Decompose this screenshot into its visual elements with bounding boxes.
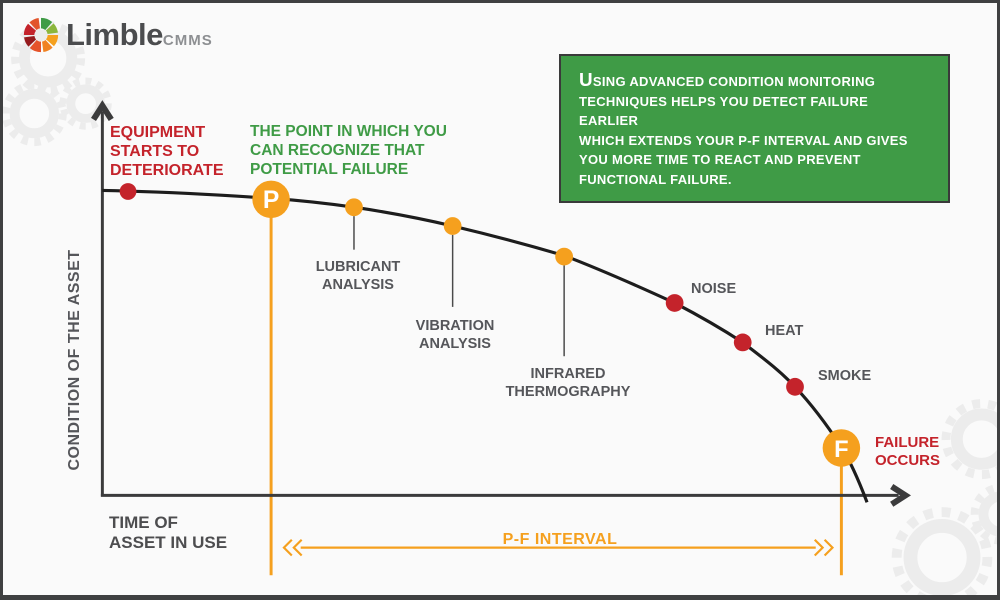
y-axis-label: CONDITION OF THE ASSET [66,249,83,471]
logo-wordmark: Limble [66,17,163,52]
infrared-thermography-dot [555,247,574,266]
deterioration-label: EQUIPMENT STARTS TO DETERIORATE [110,124,224,179]
f-marker-letter: F [834,437,848,463]
logo-suffix: CMMS [162,32,213,49]
limble-logo: Limble CMMS [21,14,213,56]
failure-occurs-label: FAILURE OCCURS [875,434,941,469]
noise-label: NOISE [691,281,737,297]
pf-interval-label: P-F INTERVAL [502,531,618,548]
pf-interval-arrow [282,538,835,557]
gear-watermark-bottom-right [891,399,997,595]
label-connectors [353,216,565,357]
info-box: USING ADVANCED CONDITION MONITORING TECH… [559,54,950,203]
smoke-dot [786,377,804,396]
deterioration-point-dot [119,183,137,200]
smoke-label: SMOKE [818,368,872,384]
y-axis-arrow-icon [91,100,114,122]
infrared-thermography-label: INFRARED THERMOGRAPHY [505,366,631,400]
limble-gear-icon [23,17,59,53]
p-marker-letter: P [263,187,279,214]
p-marker: P [252,180,290,219]
vibration-analysis-dot [443,217,462,235]
diagram-canvas: P F [3,21,997,595]
x-axis-label: TIME OF ASSET IN USE [109,513,228,552]
f-marker: F [822,429,861,467]
lubricant-analysis-label: LUBRICANT ANALYSIS [315,259,401,293]
axes [91,100,911,507]
x-axis-arrow-icon [890,483,911,507]
heat-dot [733,333,752,352]
vibration-analysis-label: VIBRATION ANALYSIS [415,318,495,352]
lubricant-analysis-dot [345,198,363,217]
noise-dot [665,294,684,312]
heat-label: HEAT [765,323,804,339]
recognition-label: THE POINT IN WHICH YOU CAN RECOGNIZE THA… [250,123,447,178]
